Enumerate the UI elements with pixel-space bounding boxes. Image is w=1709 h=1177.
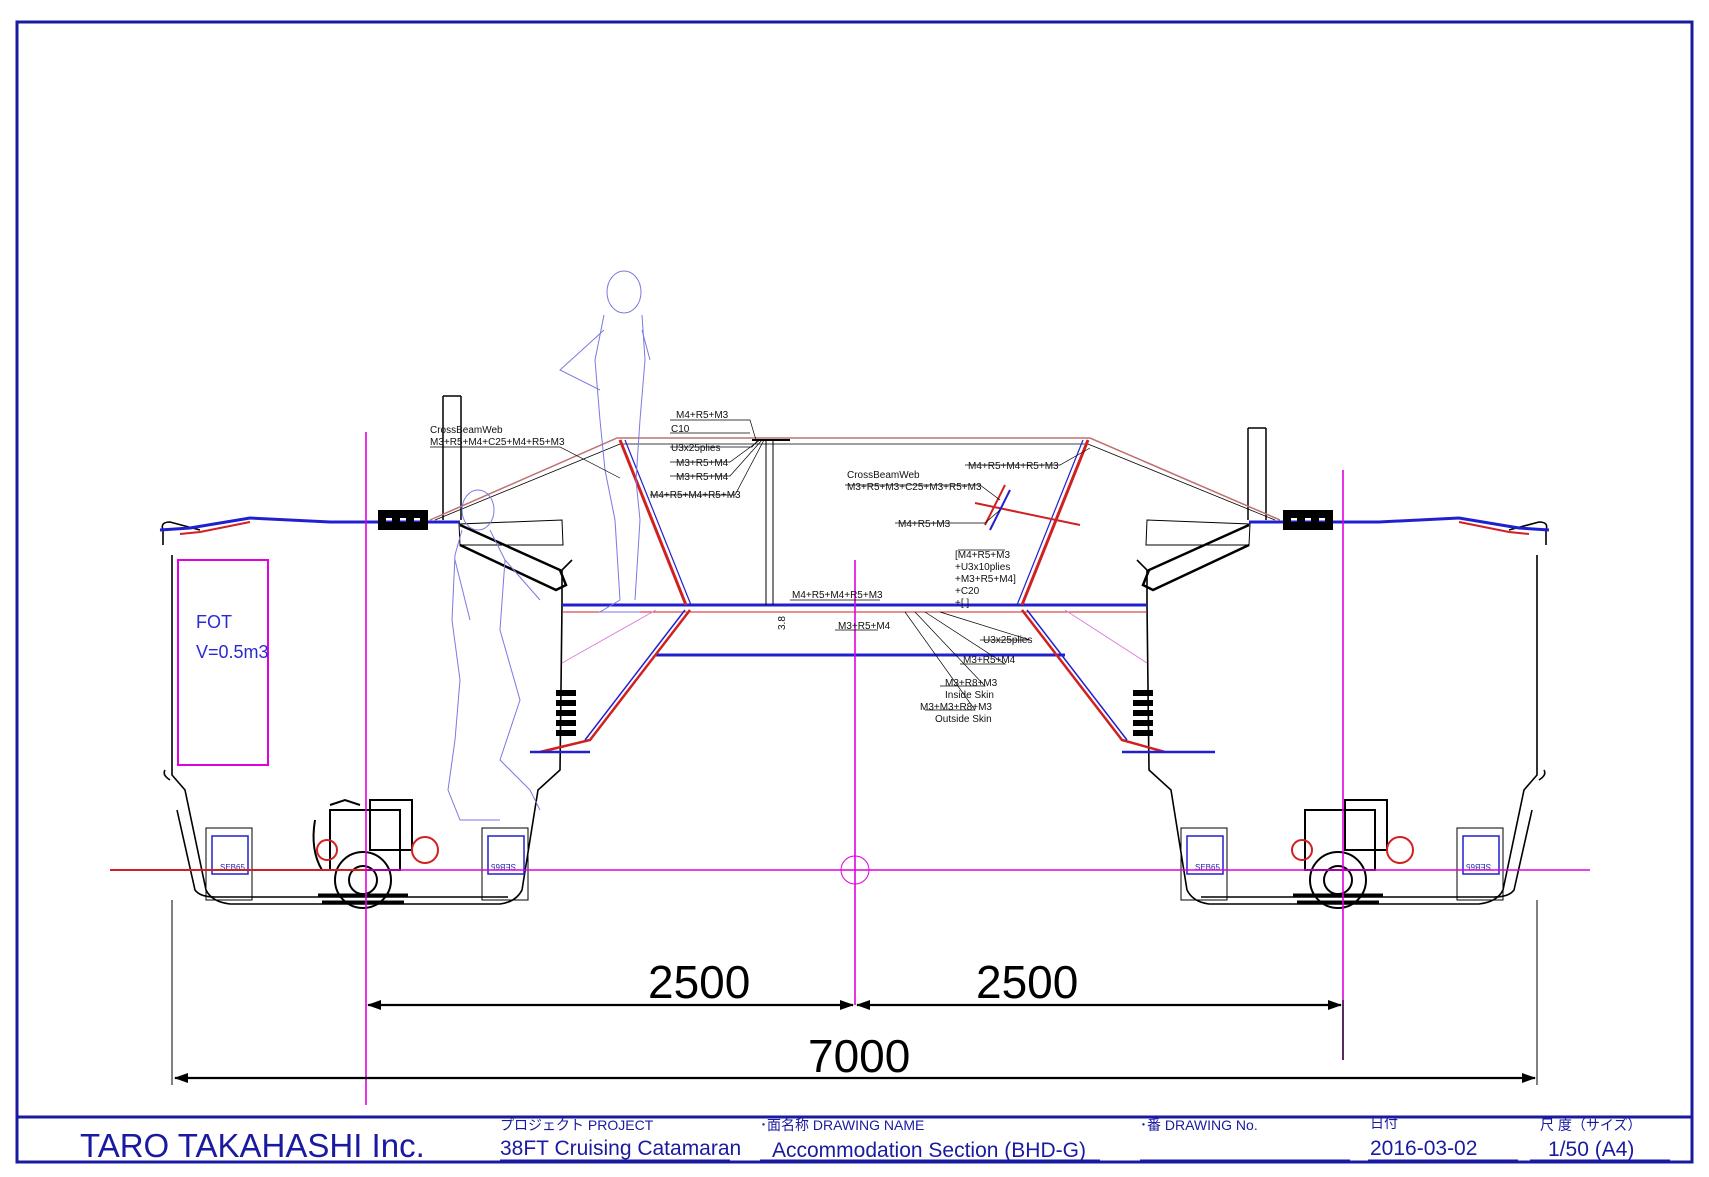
right-hull [1136, 521, 1548, 905]
annotation-crossbeamweb-right-spec: M3+R5+M3+C25+M3+R5+M3 [847, 482, 982, 493]
date-label: 日付 [1370, 1115, 1398, 1131]
project-value: 38FT Cruising Catamaran [500, 1137, 741, 1160]
annotation-skin-2: Inside Skin [945, 690, 994, 701]
human-figure-standing-left [447, 489, 541, 821]
mid-bolt-left [556, 690, 576, 736]
annotation-deck-4: M3+R5+M4 [963, 655, 1016, 666]
left-column [442, 395, 568, 592]
annotation-deck-1: M4+R5+M4+R5+M3 [792, 590, 883, 601]
battery-right-outer: SEB65 [1456, 827, 1504, 901]
annotation-bracket-1: [M4+R5+M3 [955, 550, 1010, 561]
drawing-name-value: Accommodation Section (BHD-G) [772, 1139, 1086, 1162]
title-block-frame [17, 1115, 1692, 1161]
mid-bolt-right [1133, 690, 1153, 736]
annotation-top-2: C10 [671, 424, 690, 435]
human-figure-standing-top [559, 270, 651, 613]
right-engine [1291, 799, 1414, 909]
bridgedeck-structure [530, 603, 1215, 754]
annotation-top-5: M3+R5+M4 [676, 472, 729, 483]
crossbeam-detail [974, 484, 1081, 531]
left-bolt-cluster [378, 510, 428, 530]
drawing-no-label: ･番 DRAWING No. [1140, 1117, 1258, 1133]
project-label: プロジェクト PROJECT [500, 1117, 654, 1133]
annotation-bracket-4: +C20 [955, 586, 980, 597]
dimension-lines [171, 900, 1538, 1085]
battery-right-inner: SEB65 [1180, 827, 1228, 901]
dimension-overall: 7000 [808, 1030, 910, 1082]
scale-value: 1/50 (A4) [1548, 1138, 1634, 1161]
svg-text:SEB65: SEB65 [1466, 862, 1491, 871]
fot-volume: V=0.5m3 [196, 642, 269, 662]
annotation-leaders [430, 419, 1091, 711]
annotation-bracket-3: +M3+R5+M4] [955, 574, 1016, 585]
svg-text:SEB65: SEB65 [220, 863, 245, 872]
annotation-top-4: M3+R5+M4 [676, 458, 729, 469]
battery-left-outer: SEB65 [205, 827, 253, 901]
annotation-skin-4: Outside Skin [935, 714, 992, 725]
date-value: 2016-03-02 [1370, 1137, 1477, 1160]
drawing-name-label: ･面名称 DRAWING NAME [760, 1117, 924, 1133]
fot-label: FOT [196, 612, 232, 632]
annotation-bracket-5: +[ ] [955, 598, 969, 609]
annotation-top-1: M4+R5+M3 [676, 410, 729, 421]
right-bolt-cluster [1283, 510, 1333, 530]
scale-label: 尺 度（サイズ） [1540, 1117, 1641, 1133]
annotation-right-mid: M4+R5+M3 [898, 519, 951, 530]
annotation-crossbeamweb-right-title: CrossBeamWeb [847, 470, 920, 481]
sheet-border [15, 20, 1694, 1164]
annotation-skin-3: M3+M3+R8+M3 [920, 702, 992, 713]
svg-text:SEB65: SEB65 [1195, 863, 1220, 872]
annotation-top-3: U3x25plies [671, 443, 720, 454]
annotation-deck-2: M3+R5+M4 [838, 621, 891, 632]
annotation-bracket-2: +U3x10plies [955, 562, 1010, 573]
annotation-deck-3: U3x25plies [983, 635, 1032, 646]
annotation-crossbeamweb-left-spec: M3+R5+M4+C25+M4+R5+M3 [430, 437, 565, 448]
right-deck [1249, 516, 1550, 535]
company-name: TARO TAKAHASHI Inc. [80, 1127, 425, 1164]
left-hull [161, 521, 573, 905]
annotation-right-top: M4+R5+M4+R5+M3 [968, 461, 1059, 472]
coachroof [429, 437, 1281, 606]
annotation-top-6: M4+R5+M4+R5+M3 [650, 490, 741, 501]
annotation-skin-1: M3+R8+M3 [945, 678, 998, 689]
dimension-right-half: 2500 [976, 956, 1078, 1008]
annotation-crossbeamweb-left-title: CrossBeamWeb [430, 425, 503, 436]
right-column [1141, 427, 1267, 592]
battery-left-inner: SEB65 [481, 827, 529, 901]
annotation-thickness: 3.8 [777, 616, 788, 630]
svg-text:SEB65: SEB65 [491, 862, 516, 871]
left-deck [159, 516, 460, 535]
fot-tank [177, 559, 269, 766]
left-engine [312, 798, 439, 909]
dimension-left-half: 2500 [648, 956, 750, 1008]
